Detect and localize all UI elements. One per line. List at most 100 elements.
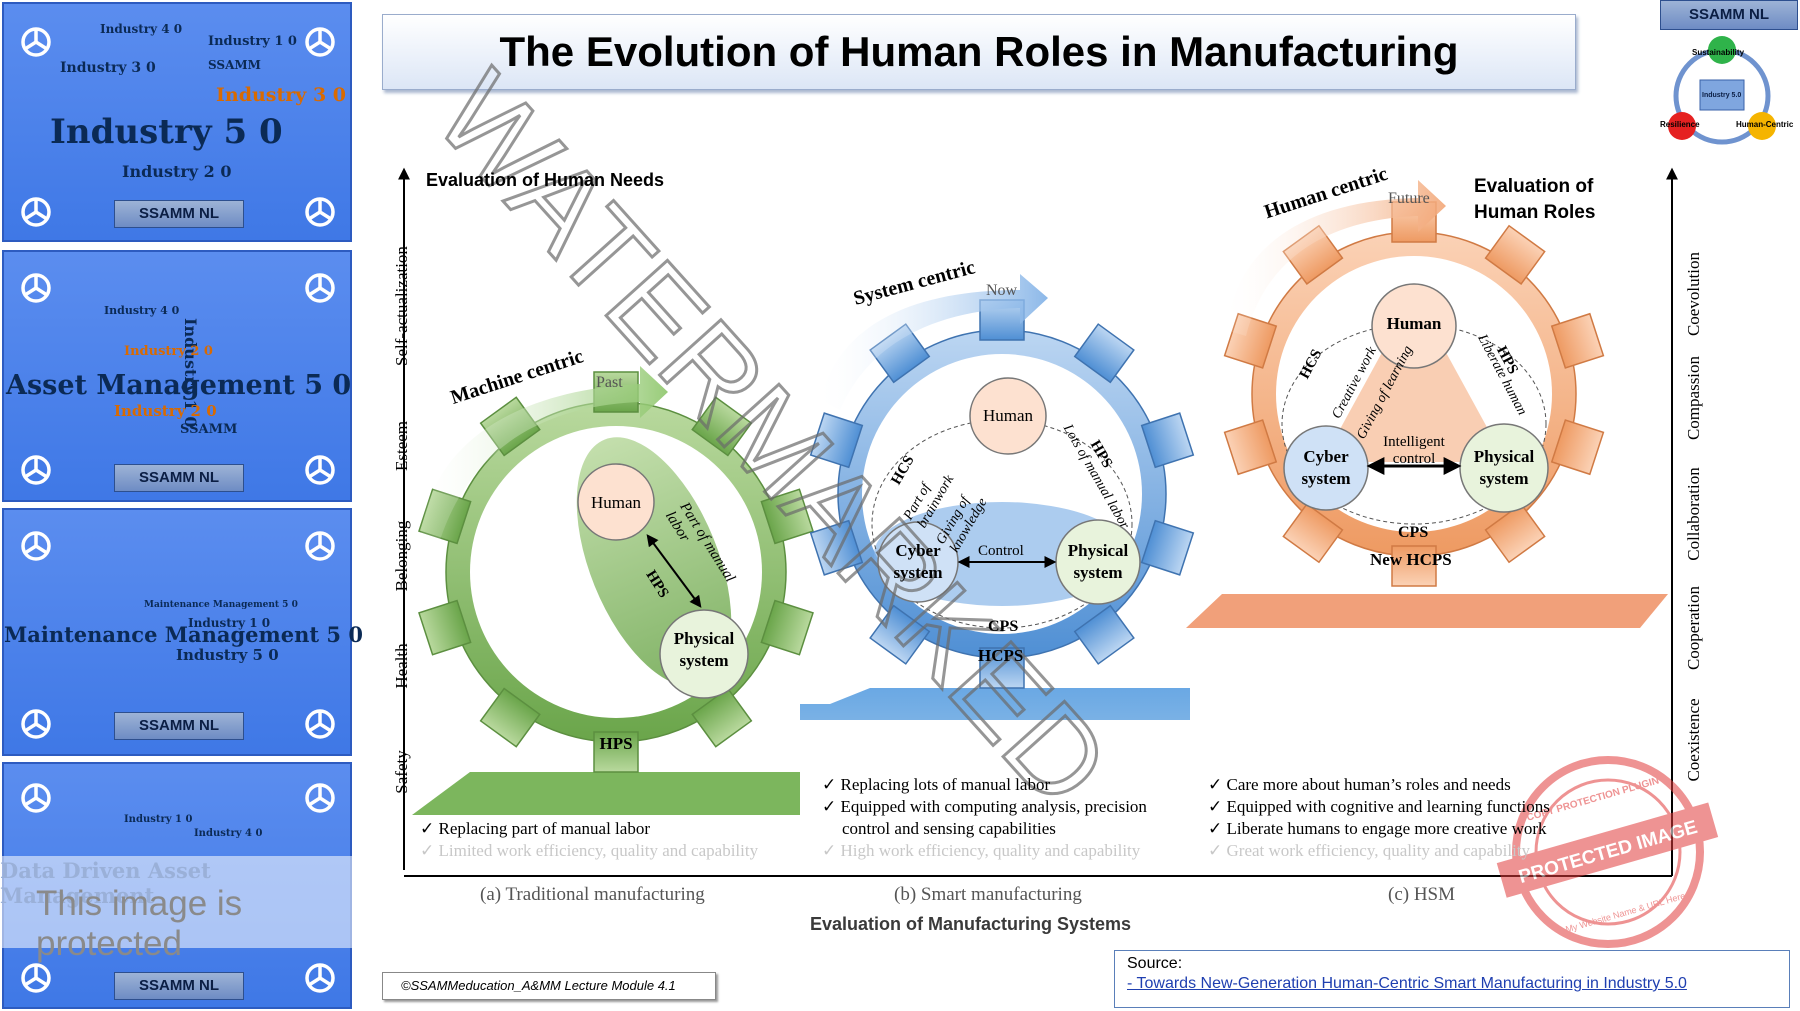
node-label-human: Human <box>590 493 642 512</box>
ssamm-badge: SSAMM NL <box>114 712 244 740</box>
bullet-item: ✓ High work efficiency, quality and capa… <box>822 841 1141 860</box>
openai-logo-icon <box>305 963 335 993</box>
openai-logo-icon <box>305 273 335 303</box>
inner-label-cps: CPS <box>1398 524 1429 541</box>
human-need-level: Safety <box>392 750 411 794</box>
stage-a-bullets: ✓ Replacing part of manual labor ✓ Limit… <box>420 818 758 862</box>
bullet-item: ✓ Replacing part of manual labor <box>420 819 650 838</box>
node-physical-system <box>659 609 749 699</box>
step-traditional <box>412 772 800 815</box>
wordcloud-word: Industry 2 0 <box>122 162 232 181</box>
node-label-physical-system: Physical system <box>1473 447 1535 488</box>
inner-label-cps: CPS <box>988 618 1019 635</box>
openai-logo-icon <box>21 27 51 57</box>
wordcloud-main-word: Maintenance Management 5 0 <box>4 622 363 647</box>
page-title: The Evolution of Human Roles in Manufact… <box>382 14 1576 90</box>
source-link[interactable]: - Towards New-Generation Human-Centric S… <box>1127 975 1687 992</box>
openai-logo-icon <box>21 455 51 485</box>
ssamm-badge: SSAMM NL <box>114 464 244 492</box>
caption-smart: (b) Smart manufacturing <box>894 884 1082 905</box>
link-human-physical <box>646 534 702 608</box>
source-box: Source: - Towards New-Generation Human-C… <box>1114 950 1790 1008</box>
wordcloud-word: Industry 5 0 <box>176 646 279 664</box>
node-label-physical-system: Physical system <box>673 629 735 670</box>
human-need-level: Belonging <box>392 520 411 592</box>
openai-logo-icon <box>21 963 51 993</box>
openai-logo-icon <box>305 27 335 57</box>
bullet-item: ✓ Limited work efficiency, quality and c… <box>420 841 759 860</box>
copyright-notice: ©SSAMMeducation_A&MM Lecture Module 4.1 <box>382 972 716 1000</box>
wordcloud-word: Industry 3 0 <box>216 84 346 106</box>
human-role-level: Collaboration <box>1684 467 1703 561</box>
logo-label-human-centric: Human-Centric <box>1736 120 1794 129</box>
human-role-level: Coexistence <box>1684 698 1703 782</box>
node-human <box>1371 283 1457 369</box>
wordcloud-word: Industry 4 0 <box>104 304 180 317</box>
openai-logo-icon <box>21 783 51 813</box>
stage-c-bullets: ✓ Care more about human’s roles and need… <box>1208 774 1618 862</box>
wordcloud-word: Industry 1 0 <box>188 616 271 630</box>
wordcloud-main-word: Industry 5 0 <box>50 112 283 152</box>
gear-label-hcps: HCPS <box>978 646 1024 665</box>
bullet-item: ✓ Great work efficiency, quality and cap… <box>1208 841 1531 860</box>
human-need-level: Esteem <box>392 420 411 472</box>
node-label-human: Human <box>982 406 1034 425</box>
wordcloud-word: Industry 1 0 <box>208 34 297 49</box>
ssamm-badge: SSAMM NL <box>114 200 244 228</box>
ssamm-badge: SSAMM NL <box>114 972 244 1000</box>
arrow-system-centric <box>820 274 1048 410</box>
wordcloud-word: Industry 4 0 <box>194 828 263 839</box>
bullet-item: ✓ Equipped with computing analysis, prec… <box>822 797 1147 838</box>
human-role-level: Coevolution <box>1684 251 1703 337</box>
industry-5-logo <box>1668 36 1776 145</box>
caption-traditional: (a) Traditional manufacturing <box>480 884 705 905</box>
openai-logo-icon <box>305 531 335 561</box>
human-role-level: Compassion <box>1684 355 1703 441</box>
node-label-cyber-system: Cyber system <box>893 541 943 582</box>
stamp-text: My Website Name & URL Here <box>1564 891 1686 935</box>
wordcloud-word: Industry 2 0 <box>124 344 213 359</box>
step-smart <box>800 688 1190 815</box>
bullet-item: ✓ Equipped with cognitive and learning f… <box>1208 797 1550 816</box>
protected-notice: This image is protected <box>36 884 243 963</box>
wordcloud-main-word: Data Driven Asset Management <box>0 858 211 908</box>
gear-label-new-hcps: New HCPS <box>1370 550 1452 569</box>
node-label-human: Human <box>1386 314 1442 333</box>
openai-logo-icon <box>21 273 51 303</box>
openai-logo-icon <box>305 783 335 813</box>
human-role-level: Cooperation <box>1684 585 1703 671</box>
source-label: Source: <box>1127 955 1183 972</box>
wordcloud-word: Maintenance Management 5 0 <box>144 600 298 610</box>
wordcloud-word: SSAMM <box>180 422 238 437</box>
node-label-cyber-system: Cyber system <box>1301 447 1351 488</box>
link-label-intelligent-control: Intelligent control <box>1383 434 1445 467</box>
wordcloud-panel-maintenance-management[interactable]: Industry 5 0 Industry 1 0 Maintenance Ma… <box>2 508 363 756</box>
openai-logo-icon <box>21 709 51 739</box>
openai-logo-icon <box>305 455 335 485</box>
human-need-level: Health <box>392 643 411 689</box>
protection-overlay <box>0 856 354 948</box>
gear-label-hps: HPS <box>599 734 633 753</box>
time-label-past: Past <box>596 374 623 391</box>
right-axis-title: Evaluation of Human Roles <box>1474 176 1596 223</box>
wordcloud-panel-asset-management[interactable]: Industry 1 0 Industry 2 0 Industry 4 0 I… <box>2 250 352 502</box>
logo-label-center: Industry 5.0 <box>1702 92 1742 99</box>
wordcloud-panel-industry-5[interactable]: Industry 4 0 Industry 1 0 Industry 3 0 I… <box>2 2 352 242</box>
time-label-future: Future <box>1388 190 1430 207</box>
wordcloud-word: Industry 1 0 <box>124 814 193 825</box>
wordcloud-main-word: Asset Management 5 0 <box>6 370 352 401</box>
left-axis-title: Evaluation of Human Needs <box>426 170 665 190</box>
link-label-control: Control <box>978 543 1024 559</box>
bullet-item: ✓ Liberate humans to engage more creativ… <box>1208 819 1547 838</box>
node-human <box>969 377 1047 455</box>
wordcloud-word: Industry 4 0 <box>100 22 183 36</box>
arrow-machine-centric <box>420 366 668 540</box>
caption-hsm: (c) HSM <box>1388 884 1456 905</box>
x-axis-title: Evaluation of Manufacturing Systems <box>810 914 1132 934</box>
human-need-level: Self-actualization <box>392 246 411 366</box>
node-human <box>577 463 655 541</box>
openai-logo-icon <box>305 197 335 227</box>
openai-logo-icon <box>21 531 51 561</box>
step-hsm-top <box>1186 594 1668 628</box>
